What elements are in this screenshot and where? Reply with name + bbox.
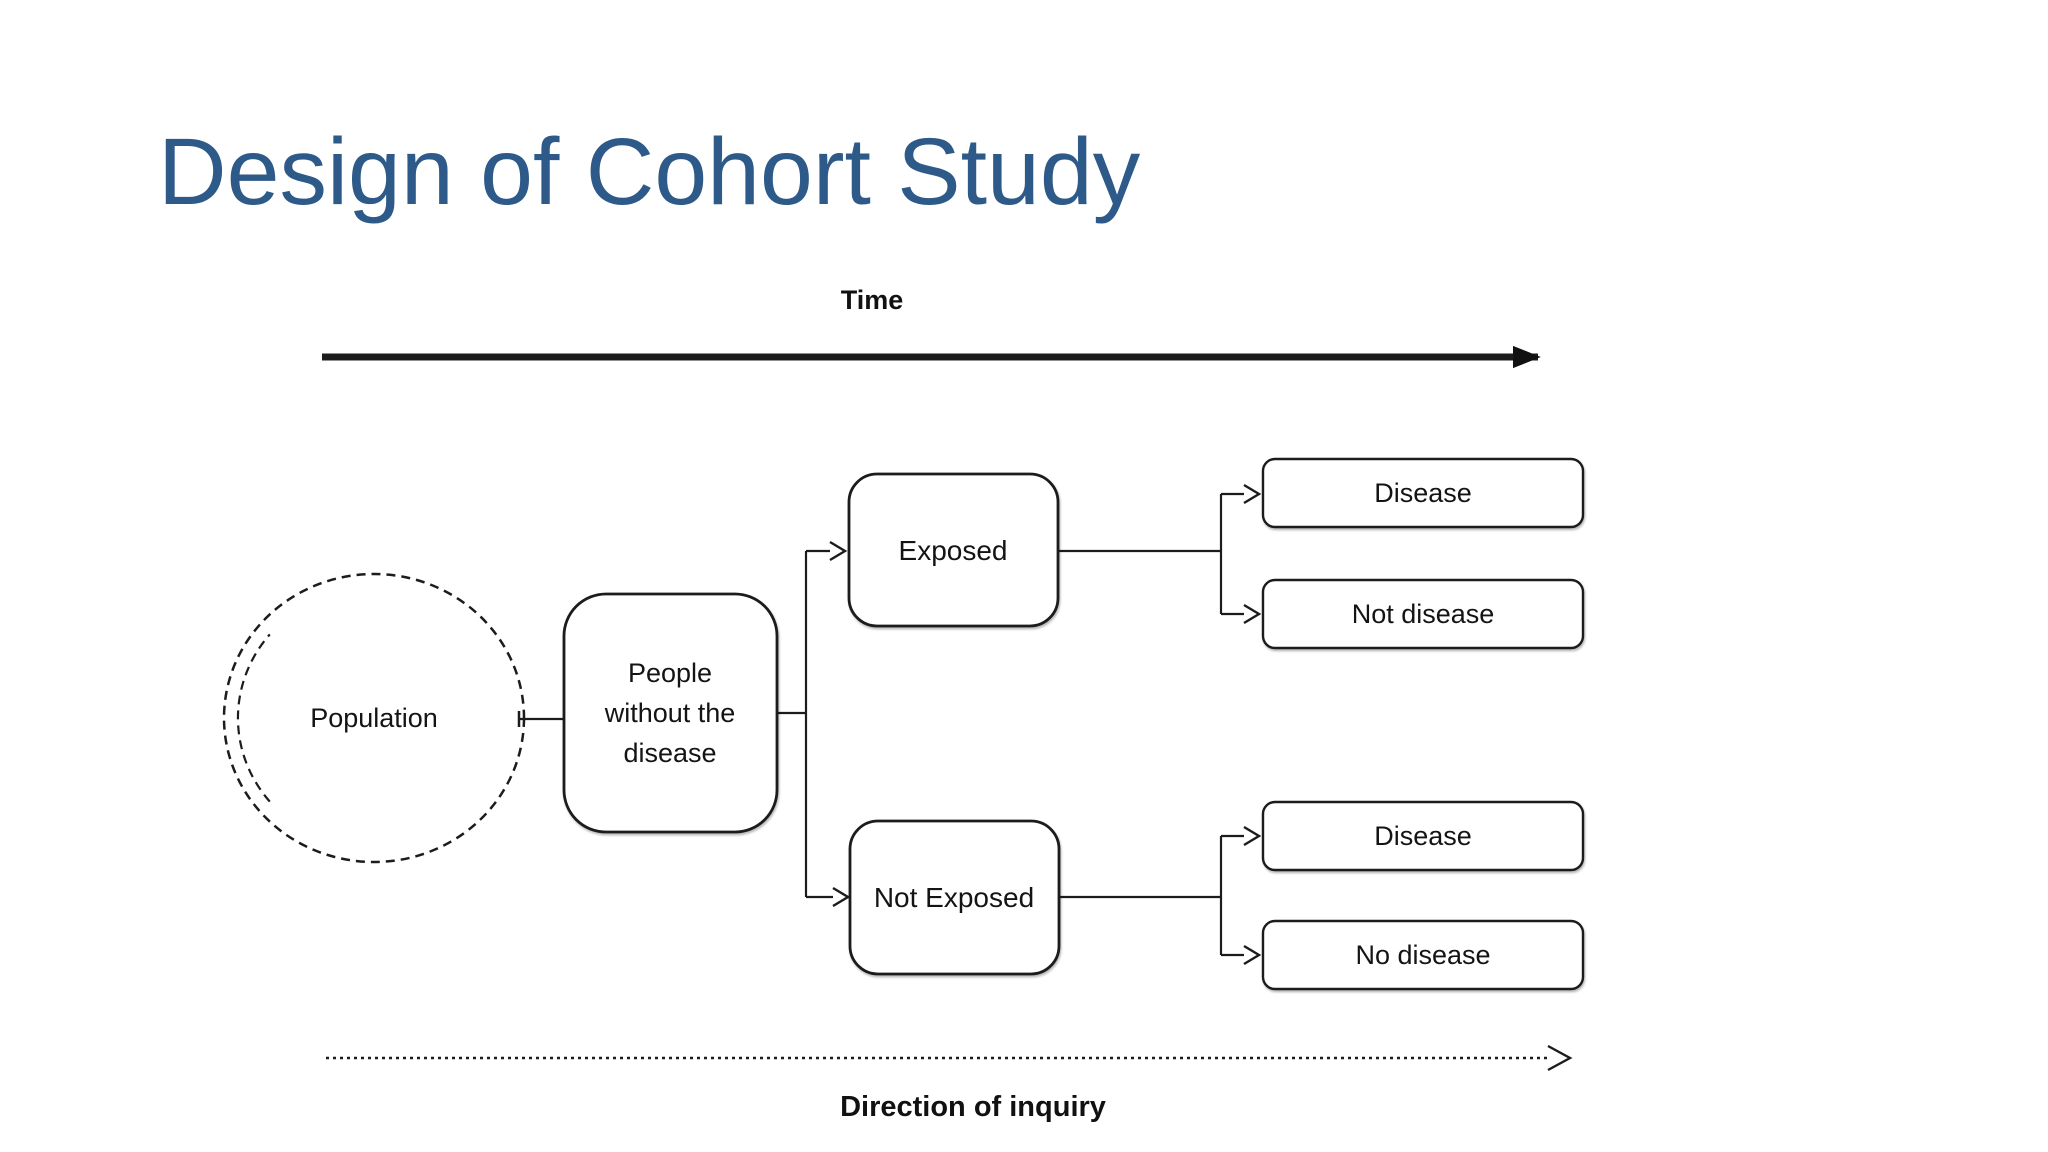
- people-without-disease-box: [562, 592, 779, 834]
- direction-of-inquiry-label: Direction of inquiry: [840, 1091, 1106, 1123]
- not-exposed-label: Not Exposed: [874, 882, 1034, 913]
- exposed-disease-box: [1261, 457, 1585, 529]
- people-box-label-line1: People: [628, 658, 712, 688]
- people-box-label-line2: without the: [604, 698, 736, 728]
- not-exposed-box: [848, 819, 1061, 976]
- page-title: Design of Cohort Study: [158, 119, 1141, 225]
- not-exposed-no-disease-box: [1261, 919, 1585, 991]
- time-label: Time: [841, 285, 904, 315]
- exposed-not-disease-label: Not disease: [1352, 599, 1495, 629]
- population-label: Population: [310, 703, 438, 733]
- not-exposed-disease-label: Disease: [1374, 821, 1472, 851]
- not-exposed-disease-box: [1261, 800, 1585, 872]
- exposed-label: Exposed: [899, 535, 1008, 566]
- people-box-label-line3: disease: [623, 738, 716, 768]
- exposed-not-disease-box: [1261, 578, 1585, 650]
- exposed-box: [847, 472, 1060, 628]
- not-exposed-no-disease-label: No disease: [1355, 940, 1490, 970]
- population-circle-inner-arc: [236, 633, 271, 803]
- exposed-disease-label: Disease: [1374, 478, 1472, 508]
